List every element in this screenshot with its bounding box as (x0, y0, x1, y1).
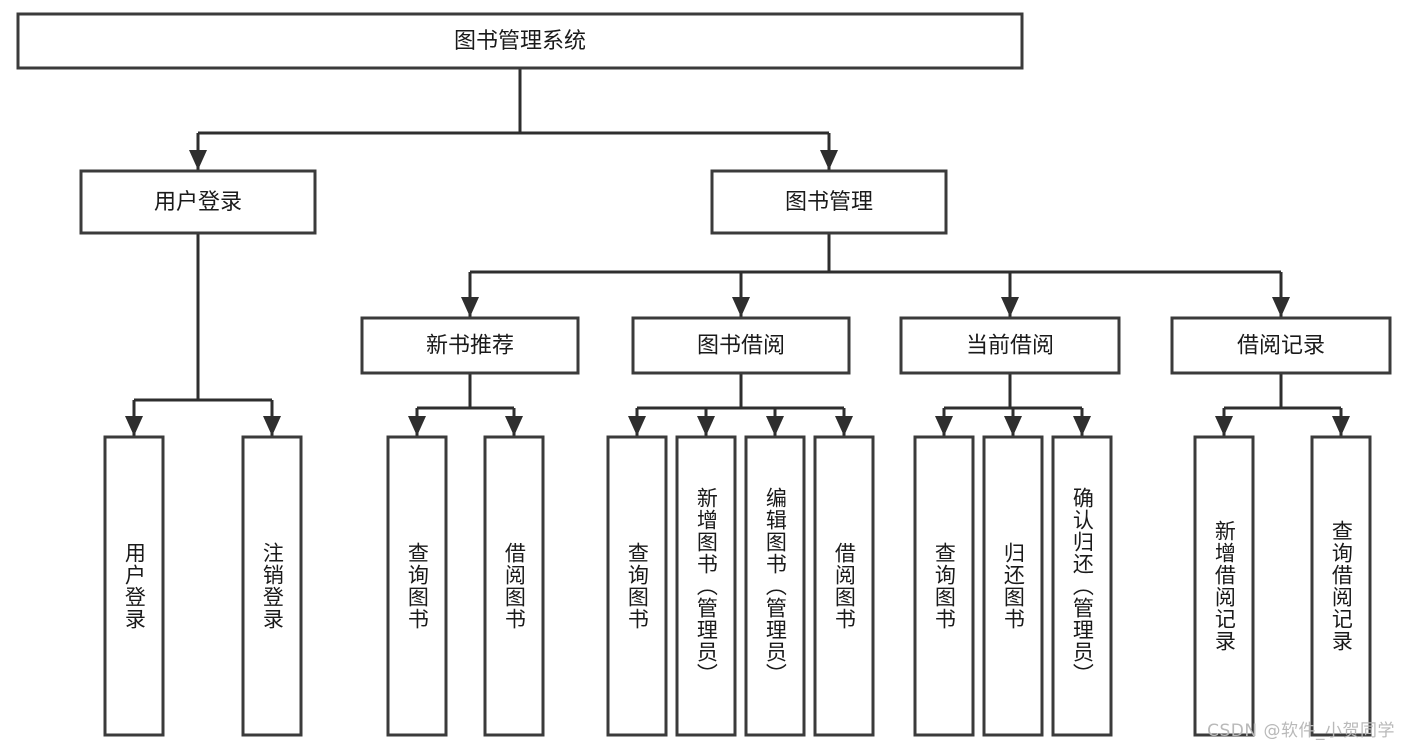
node-leaf-5[interactable] (675, 435, 737, 737)
node-leaf-9[interactable] (982, 435, 1044, 737)
book-mgmt-arrow-1 (732, 297, 750, 317)
user-login-arrow-1 (263, 416, 281, 436)
node-leaf-8[interactable] (913, 435, 975, 737)
watermark-text: CSDN @软件_小贺同学 (1207, 721, 1395, 741)
node-leaf-6[interactable] (744, 435, 806, 737)
new-book-arrow-0 (408, 416, 426, 436)
node-leaf-1[interactable] (241, 435, 303, 737)
root-arrow-0 (189, 150, 207, 170)
book-mgmt-arrow-3 (1272, 297, 1290, 317)
book-mgmt-arrow-0 (461, 297, 479, 317)
node-boxes-layer (16, 12, 1392, 737)
node-level2-1[interactable] (710, 169, 948, 235)
node-leaf-11[interactable] (1193, 435, 1255, 737)
node-leaf-2[interactable] (386, 435, 448, 737)
node-level3-label-1: 图书借阅 (697, 334, 785, 359)
node-root-label: 图书管理系统 (454, 29, 586, 54)
record-arrow-0 (1215, 416, 1233, 436)
borrow-arrow-1 (697, 416, 715, 436)
record-arrow-1 (1332, 416, 1350, 436)
root-arrow-1 (820, 150, 838, 170)
current-arrow-0 (935, 416, 953, 436)
node-level3-3[interactable] (1170, 316, 1392, 375)
node-leaf-12[interactable] (1310, 435, 1372, 737)
node-leaf-3[interactable] (483, 435, 545, 737)
node-level3-label-0: 新书推荐 (426, 334, 514, 359)
connector-links-layer (125, 68, 1350, 436)
node-leaf-7[interactable] (813, 435, 875, 737)
node-level3-label-2: 当前借阅 (966, 334, 1054, 359)
borrow-arrow-2 (766, 416, 784, 436)
node-level3-label-3: 借阅记录 (1237, 334, 1325, 359)
book-mgmt-arrow-2 (1001, 297, 1019, 317)
borrow-arrow-0 (628, 416, 646, 436)
node-leaf-0[interactable] (103, 435, 165, 737)
node-leaf-10[interactable] (1051, 435, 1113, 737)
node-leaf-4[interactable] (606, 435, 668, 737)
node-level3-2[interactable] (899, 316, 1121, 375)
node-level2-0[interactable] (79, 169, 317, 235)
node-root[interactable] (16, 12, 1024, 70)
node-level2-label-1: 图书管理 (785, 190, 873, 215)
current-arrow-1 (1004, 416, 1022, 436)
user-login-arrow-0 (125, 416, 143, 436)
current-arrow-2 (1073, 416, 1091, 436)
node-level2-label-0: 用户登录 (154, 190, 242, 215)
borrow-arrow-3 (835, 416, 853, 436)
node-level3-0[interactable] (360, 316, 580, 375)
new-book-arrow-1 (505, 416, 523, 436)
node-level3-1[interactable] (631, 316, 851, 375)
